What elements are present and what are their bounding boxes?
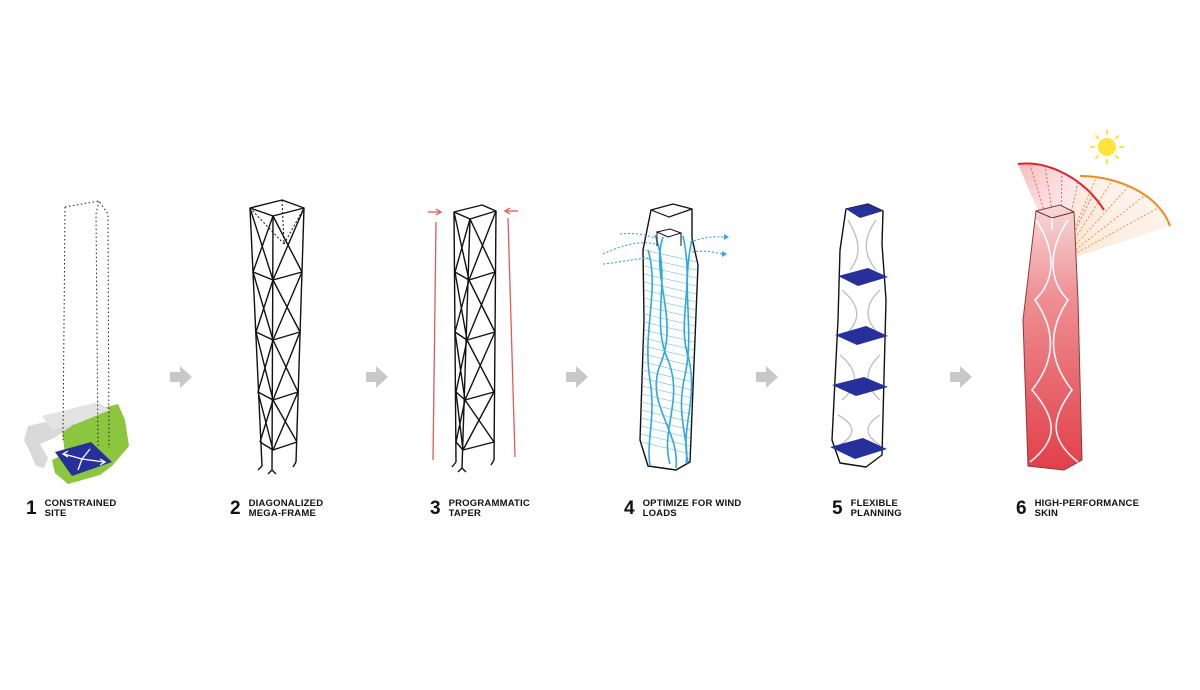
step-number: 6 xyxy=(1016,498,1027,519)
step-title-line1: PROGRAMMATIC xyxy=(448,498,530,509)
tower-6-skin xyxy=(1017,130,1171,471)
step-title: DIAGONALIZED MEGA-FRAME xyxy=(249,499,324,519)
arrow-right-icon xyxy=(170,366,192,388)
step-3-label: 3 PROGRAMMATIC TAPER xyxy=(430,497,530,537)
site-grey-roads xyxy=(24,418,72,468)
step-title: FLEXIBLE PLANNING xyxy=(851,499,902,519)
expand-arrows-icon xyxy=(61,448,107,471)
step-5-label: 5 FLEXIBLE PLANNING xyxy=(832,497,902,537)
step-title-line1: DIAGONALIZED xyxy=(248,498,324,509)
sun-icon xyxy=(1090,130,1124,164)
site-grey-plaza xyxy=(42,402,110,430)
arrow-right-icon xyxy=(950,366,972,388)
floor-plate-top xyxy=(846,204,883,218)
tower-6-body xyxy=(1022,204,1083,471)
taper-lines xyxy=(428,207,518,461)
step-6-label: 6 HIGH-PERFORMANCE SKIN xyxy=(1016,497,1139,537)
arrow-right-icon xyxy=(756,366,778,388)
arrow-right-icon xyxy=(566,366,588,388)
structural-curves xyxy=(647,234,693,469)
skin-diagrid xyxy=(1029,218,1079,463)
step-2-label: 2 DIAGONALIZED MEGA-FRAME xyxy=(230,497,323,537)
step-title-line2: SITE xyxy=(44,508,67,519)
site-plan xyxy=(24,402,129,484)
step-title-line2: TAPER xyxy=(448,508,482,519)
step-number: 3 xyxy=(430,498,441,519)
process-arrows xyxy=(170,366,972,388)
tower-1-constrained-site xyxy=(24,200,129,484)
wind-flow xyxy=(602,232,725,265)
step-number: 2 xyxy=(230,498,241,519)
tower-2-mega-frame xyxy=(249,199,305,475)
step-title: HIGH-PERFORMANCE SKIN xyxy=(1035,499,1140,519)
floor-plate-3 xyxy=(835,326,888,345)
floor-plates xyxy=(830,204,888,459)
arrow-right-icon xyxy=(366,366,388,388)
step-title-line1: HIGH-PERFORMANCE xyxy=(1034,498,1140,509)
tower-5-planning xyxy=(830,203,888,468)
step-title-line1: OPTIMIZE FOR WIND xyxy=(642,498,742,509)
step-title: OPTIMIZE FOR WIND LOADS xyxy=(643,499,742,519)
step-title-line2: SKIN xyxy=(1034,508,1059,519)
step-title: CONSTRAINED SITE xyxy=(45,499,117,519)
tower-3-taper xyxy=(428,204,518,473)
step-title: PROGRAMMATIC TAPER xyxy=(449,499,530,519)
step-1-label: 1 CONSTRAINED SITE xyxy=(26,497,116,537)
dotted-envelope xyxy=(62,200,110,449)
step-title-line2: PLANNING xyxy=(850,508,902,519)
step-title-line2: LOADS xyxy=(642,508,677,519)
step-number: 5 xyxy=(832,498,843,519)
tower-4-body xyxy=(639,203,699,471)
step-4-label: 4 OPTIMIZE FOR WIND LOADS xyxy=(624,497,742,537)
step-number: 1 xyxy=(26,498,37,519)
floor-plate-4 xyxy=(832,377,888,396)
step-number: 4 xyxy=(624,498,635,519)
floor-plate-5 xyxy=(830,438,887,459)
step-title-line2: MEGA-FRAME xyxy=(248,508,317,519)
floor-plate-2 xyxy=(838,268,888,286)
step-title-line1: FLEXIBLE xyxy=(850,498,899,509)
tower-4-wind xyxy=(602,203,729,471)
step-title-line1: CONSTRAINED xyxy=(44,498,117,509)
